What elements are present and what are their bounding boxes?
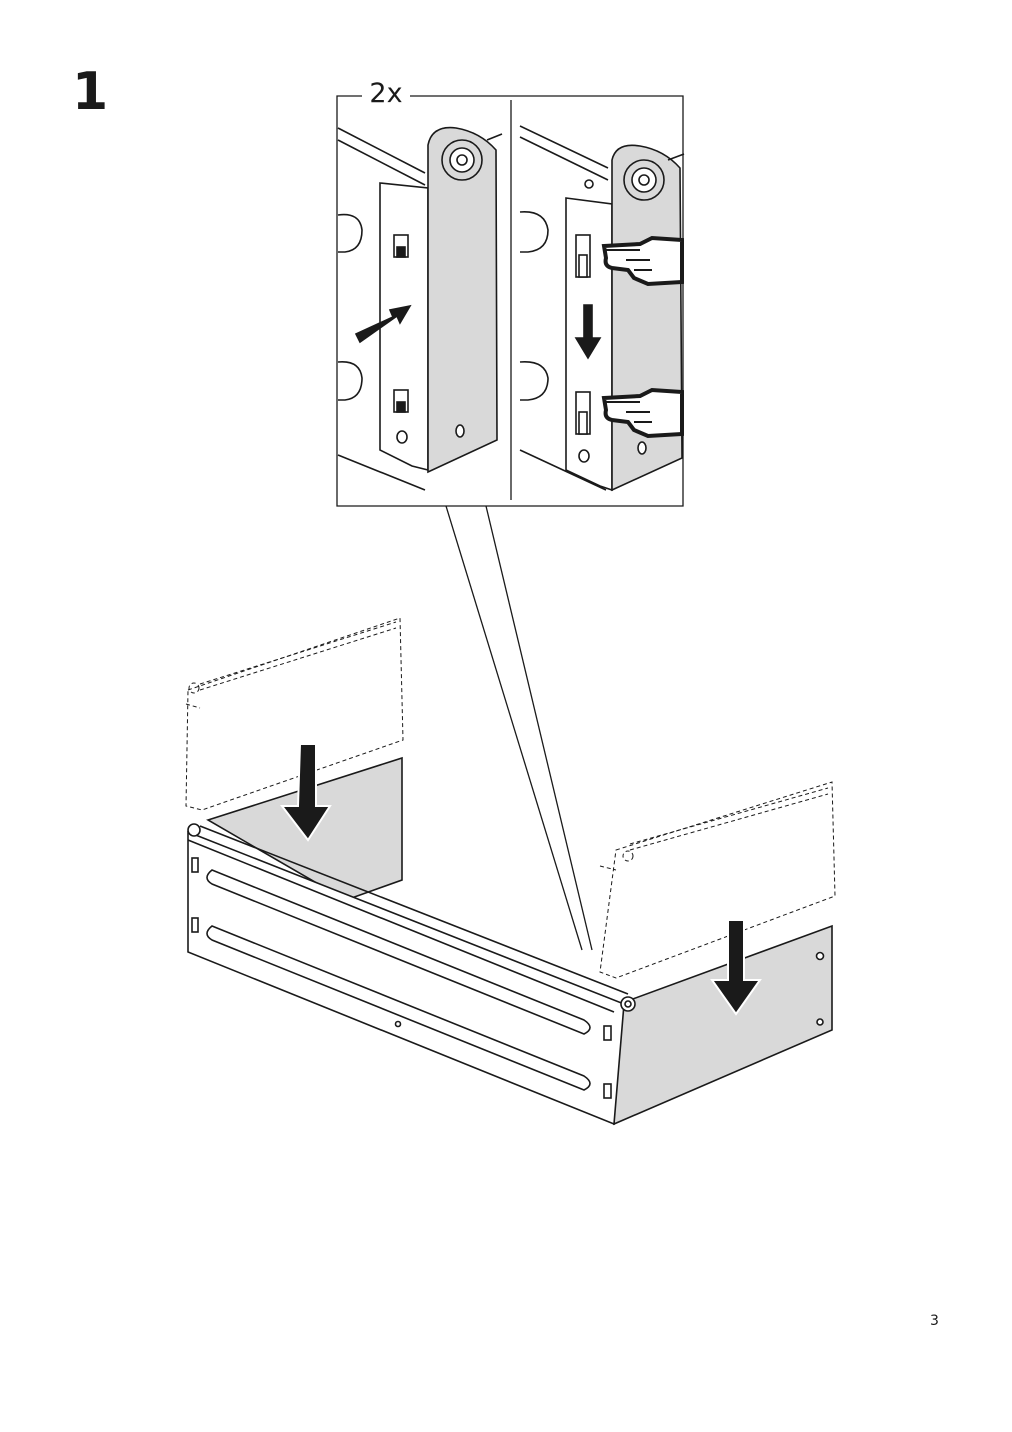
pointing-hand-icon <box>601 387 684 439</box>
ghost-panel-left <box>185 617 404 811</box>
page-number: 3 <box>930 1313 939 1329</box>
pointing-hand-icon <box>601 235 684 287</box>
drawer-frame <box>187 756 833 1126</box>
down-arrow-icon <box>710 919 762 1016</box>
multiplier-label: 2x <box>369 78 402 109</box>
ghost-panel-right <box>599 781 836 979</box>
down-arrow-icon <box>279 743 332 842</box>
step-number: 1 <box>72 62 109 122</box>
detail-left <box>337 126 503 491</box>
detail-callout <box>336 95 684 951</box>
detail-right <box>519 125 685 492</box>
